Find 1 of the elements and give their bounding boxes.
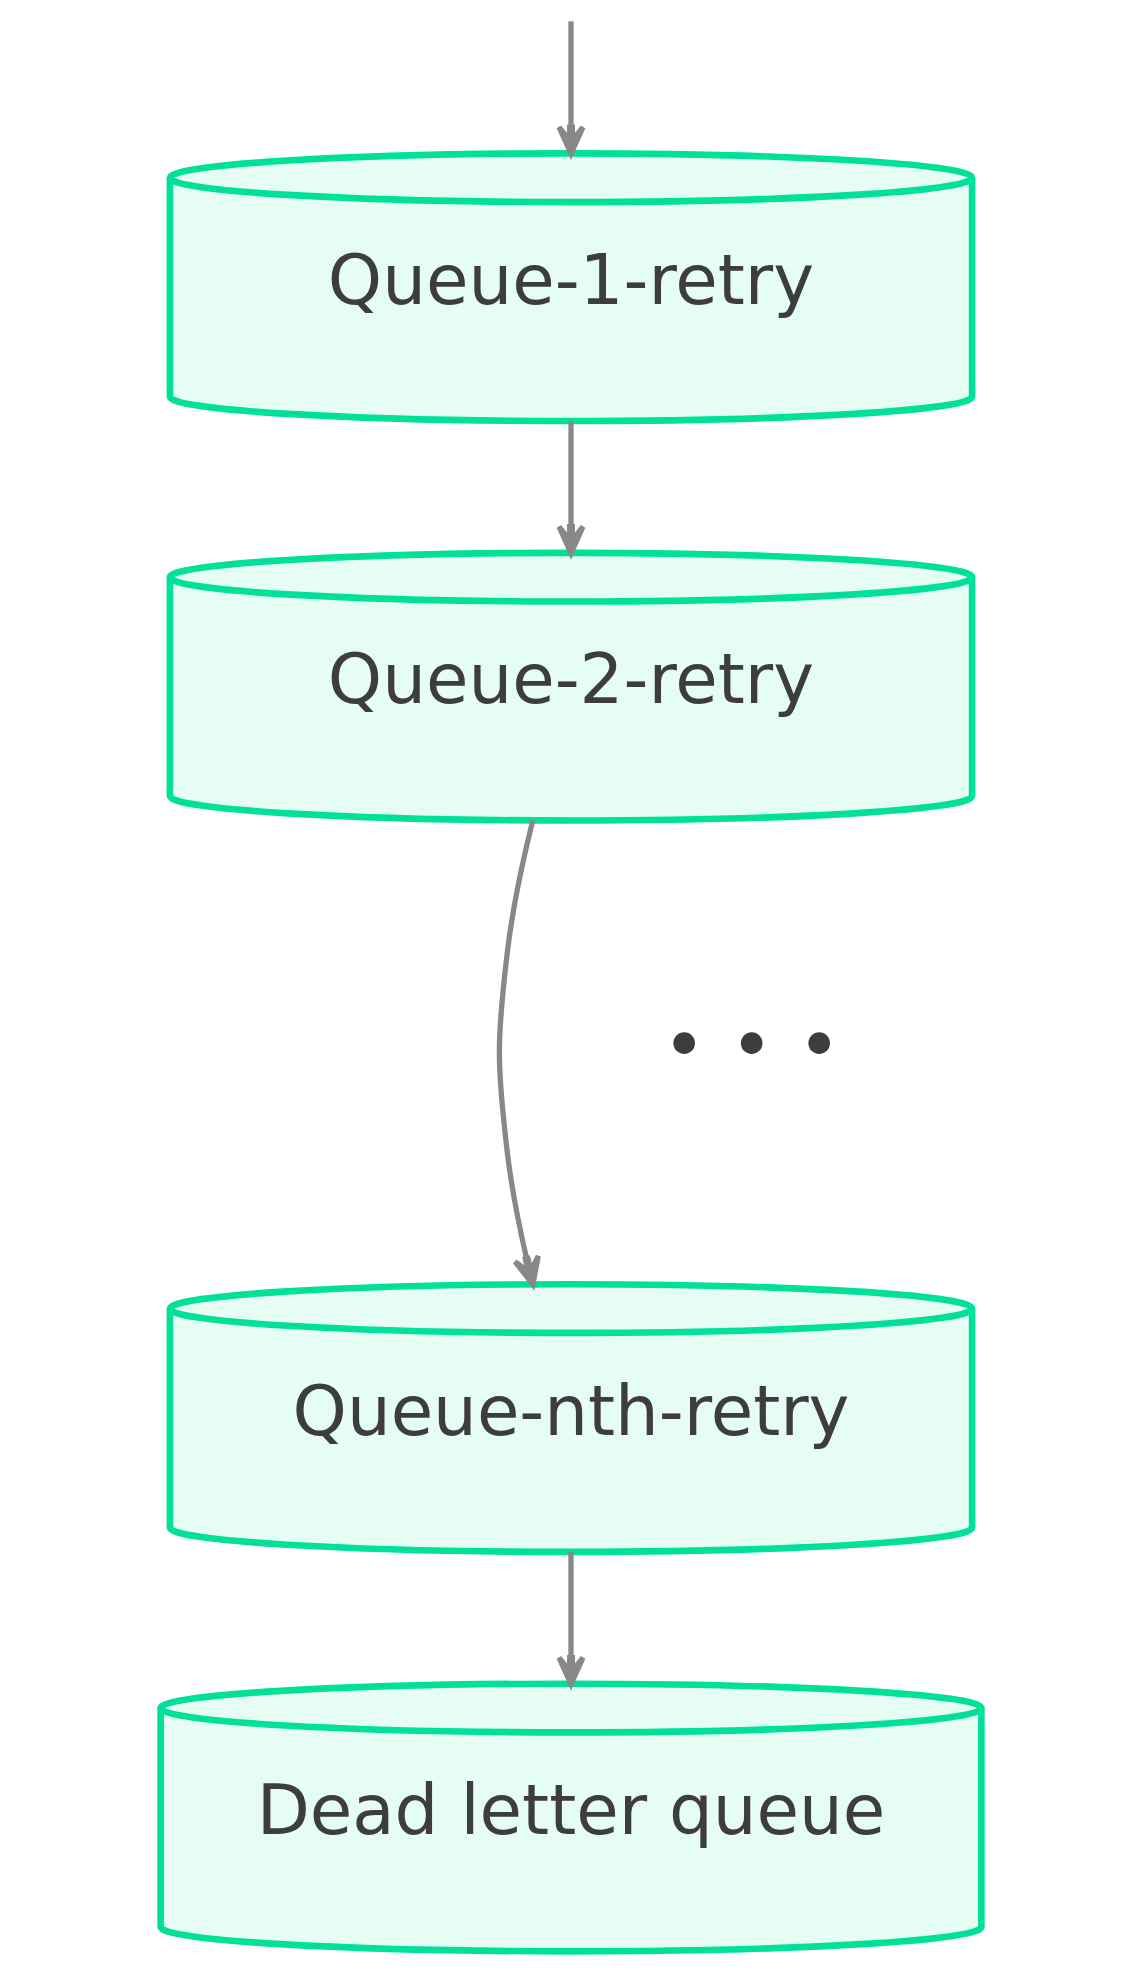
label: • • •	[662, 1001, 842, 1089]
